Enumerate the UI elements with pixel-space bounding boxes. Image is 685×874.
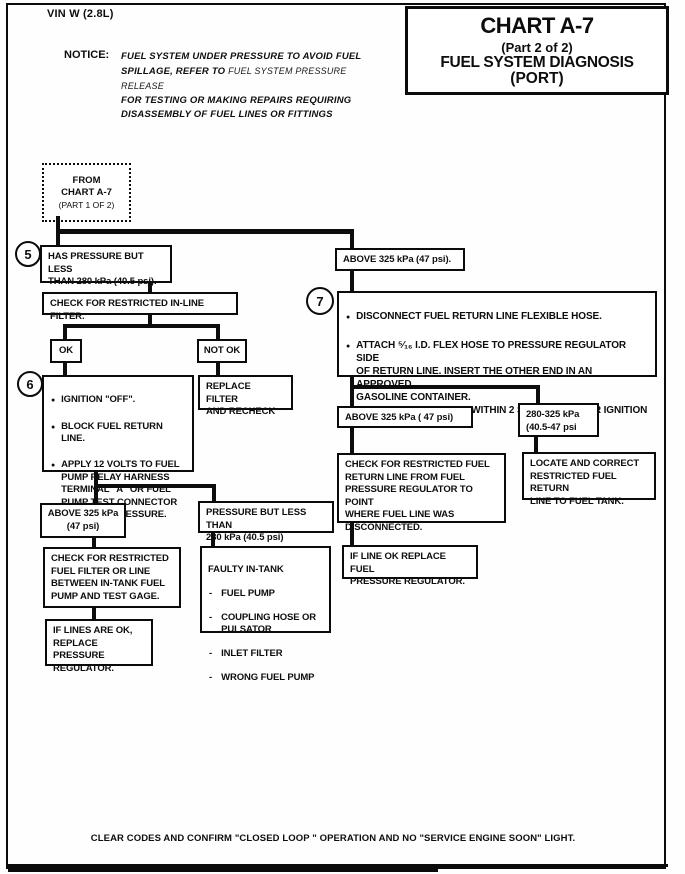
connector-to-ok (63, 324, 67, 341)
notice-line2-bold: SPILLAGE, REFER TO (121, 66, 229, 77)
box-not-ok: NOT OK (197, 339, 247, 363)
connector-top-split (56, 229, 354, 234)
connector-notok-replace (216, 363, 220, 376)
connector-to-pressure-less (212, 484, 216, 503)
connector-checkreturn-iflineok (350, 522, 354, 547)
box-above-325-top: ABOVE 325 kPa (47 psi). (335, 248, 465, 271)
box-check-return-line: CHECK FOR RESTRICTED FUEL RETURN LINE FR… (337, 453, 506, 533)
box-if-line-ok: IF LINE OK REPLACE FUEL PRESSURE REGULAT… (342, 545, 478, 587)
chart-port-label: (PORT) (510, 70, 564, 87)
connector-above-check (92, 536, 96, 549)
box-above-325-right: ABOVE 325 kPa ( 47 psi) (337, 406, 473, 428)
step6-bullet-2: BLOCK FUEL RETURN LINE. (51, 421, 186, 446)
connector-range-locate (534, 435, 538, 454)
footer-note: CLEAR CODES AND CONFIRM "CLOSED LOOP " O… (90, 833, 576, 844)
notice-line1: FUEL SYSTEM UNDER PRESSURE TO AVOID FUEL (121, 51, 362, 62)
connector-b-split (148, 315, 152, 328)
notice-text: FUEL SYSTEM UNDER PRESSURE TO AVOID FUEL… (121, 50, 383, 122)
bullet-icon (51, 421, 55, 446)
bullet-icon (346, 310, 350, 325)
box-ok: OK (50, 339, 82, 363)
connector-step7-split (350, 375, 354, 389)
title-box: CHART A-7 (Part 2 of 2) FUEL SYSTEM DIAG… (405, 6, 669, 95)
from-line1: FROM (72, 174, 101, 186)
connector-step7-branch (350, 385, 538, 389)
notice-line3: FOR TESTING OR MAKING REPAIRS REQUIRING (121, 95, 352, 106)
notice-line4: DISASSEMBLY OF FUEL LINES OR FITTINGS (121, 109, 333, 120)
connector-above-checkreturn (350, 427, 354, 455)
step-5-circle: 5 (15, 241, 41, 267)
dash-icon (209, 648, 212, 660)
notice-label: NOTICE: (64, 49, 110, 61)
faulty-item-2: COUPLING HOSE OR PULSATOR (209, 612, 323, 636)
dash-icon (209, 588, 212, 600)
box-has-pressure: HAS PRESSURE BUT LESS THAN 280 kPa (40.5… (40, 245, 172, 287)
connector-to-range (536, 385, 540, 405)
box-step7-actions: DISCONNECT FUEL RETURN LINE FLEXIBLE HOS… (337, 291, 657, 429)
connector-ok-step6 (63, 363, 67, 376)
step7-bullet-1: DISCONNECT FUEL RETURN LINE FLEXIBLE HOS… (346, 310, 649, 325)
dash-icon (209, 672, 212, 684)
box-replace-filter: REPLACE FILTER AND RECHECK (198, 375, 293, 417)
box-faulty-in-tank: FAULTY IN-TANK FUEL PUMP COUPLING HOSE O… (200, 546, 331, 683)
connector-above-step7 (350, 270, 354, 293)
connector-to-above-right (350, 385, 354, 408)
connector-right-drop (350, 229, 354, 251)
box-pressure-less-280: PRESSURE BUT LESS THAN 280 kPa (40.5 psi… (198, 501, 334, 543)
vin-label: VIN W (2.8L) (47, 8, 114, 20)
connector-step6-branch (94, 484, 216, 488)
connector-to-notok (216, 324, 220, 341)
connector-check-iflines (92, 606, 96, 621)
box-check-fuel-filter: CHECK FOR RESTRICTED FUEL FILTER OR LINE… (43, 547, 181, 608)
faulty-title: FAULTY IN-TANK (208, 564, 284, 575)
from-line3: (PART 1 OF 2) (58, 199, 115, 210)
box-if-lines-ok: IF LINES ARE OK, REPLACE PRESSURE REGULA… (45, 619, 153, 674)
scan-edge-artifact (8, 864, 438, 872)
notice-line2-light: FUEL SYSTEM PRESSURE RELEASE (121, 66, 347, 91)
box-check-inline-filter: CHECK FOR RESTRICTED IN-LINE FILTER. (42, 292, 238, 322)
chart-title: CHART A-7 (480, 13, 594, 38)
box-range-280-325: 280-325 kPa (40.5-47 psi (518, 403, 599, 437)
bullet-icon (51, 394, 55, 408)
connector-step6-split (94, 470, 98, 488)
connector-ok-split (63, 324, 220, 328)
faulty-item-3: INLET FILTER (209, 648, 323, 660)
connector-pressure-faulty (211, 532, 215, 548)
box-locate-correct: LOCATE AND CORRECT RESTRICTED FUEL RETUR… (522, 452, 656, 507)
dash-icon (209, 612, 212, 636)
box-step6-actions: IGNITION "OFF". BLOCK FUEL RETURN LINE. … (42, 375, 194, 520)
step6-bullet-1: IGNITION "OFF". (51, 394, 186, 408)
chart-subject: FUEL SYSTEM DIAGNOSIS (440, 54, 634, 71)
faulty-item-1: FUEL PUMP (209, 588, 323, 600)
from-chart-box: FROM CHART A-7 (PART 1 OF 2) (42, 163, 131, 222)
faulty-item-4: WRONG FUEL PUMP (209, 672, 323, 684)
connector-a-b (148, 282, 152, 294)
box-above-325-left: ABOVE 325 kPa (47 psi) (40, 503, 126, 538)
scan-edge-artifact-thin (438, 864, 668, 867)
step-7-circle: 7 (306, 287, 334, 315)
chart-part-subtitle: (Part 2 of 2) (501, 40, 573, 55)
from-line2: CHART A-7 (61, 186, 112, 198)
step-6-circle: 6 (17, 371, 43, 397)
connector-to-above-left (94, 484, 98, 504)
